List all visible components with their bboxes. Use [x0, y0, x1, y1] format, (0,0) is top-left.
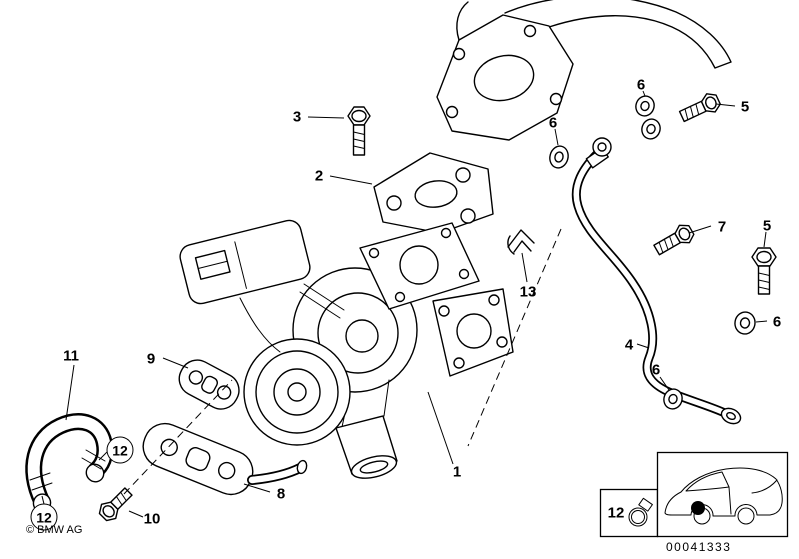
washer-6-right [734, 311, 756, 335]
callout-11[interactable]: 11 [63, 347, 79, 365]
bolt-7 [653, 224, 695, 256]
exhaust-manifold [436, 0, 732, 141]
bolt-5-right [751, 247, 777, 295]
washer-6-left [549, 145, 569, 169]
callout-5-top[interactable]: 5 [740, 98, 750, 116]
callout-7[interactable]: 7 [717, 218, 727, 236]
bolt-5-top [678, 93, 721, 123]
callout-10[interactable]: 10 [143, 510, 161, 528]
washer-6-bottom [663, 388, 683, 410]
washer-6-stack [635, 95, 661, 140]
callout-13[interactable]: 13 [519, 283, 537, 301]
callout-6-right[interactable]: 6 [772, 313, 782, 331]
legend-vehicle-box [656, 451, 789, 538]
callout-3[interactable]: 3 [292, 108, 302, 126]
drawing-number: 00041333 [666, 540, 732, 554]
oil-supply-pipe-4 [571, 137, 742, 425]
assembly-axis-lines [123, 228, 562, 495]
part-location-dot [691, 501, 705, 515]
gasket-2 [373, 152, 494, 234]
gasket-9 [178, 359, 240, 410]
callout-6-bottom[interactable]: 6 [651, 361, 661, 379]
hose-clamp-icon [628, 497, 653, 527]
callout-8[interactable]: 8 [276, 485, 286, 503]
oil-return-pipe-8 [142, 422, 308, 496]
wastegate-actuator [179, 219, 311, 305]
vehicle-location-icon [664, 467, 783, 525]
callout-9[interactable]: 9 [146, 350, 156, 368]
hose-11 [25, 413, 114, 513]
callout-4[interactable]: 4 [624, 336, 634, 354]
turbocharger [179, 219, 514, 479]
legend-clamp-box [599, 488, 659, 538]
legend [599, 451, 789, 538]
copyright-label: © BMW AG [26, 524, 83, 536]
callout-12-clamp-upper[interactable]: 12 [106, 436, 134, 464]
callout-2[interactable]: 2 [314, 167, 324, 185]
clamp-13 [507, 229, 535, 255]
callout-12-clamp-lower[interactable]: 12 [30, 503, 58, 531]
bolt-10 [98, 487, 133, 522]
bolt-3 [347, 106, 371, 156]
callout-6-washer-stack[interactable]: 6 [636, 76, 646, 94]
callout-6-left[interactable]: 6 [548, 114, 558, 132]
leader-lines [41, 90, 768, 518]
legend-clamp-ref[interactable]: 12 [607, 504, 625, 522]
callout-1[interactable]: 1 [452, 463, 462, 481]
callout-5-right[interactable]: 5 [762, 217, 772, 235]
